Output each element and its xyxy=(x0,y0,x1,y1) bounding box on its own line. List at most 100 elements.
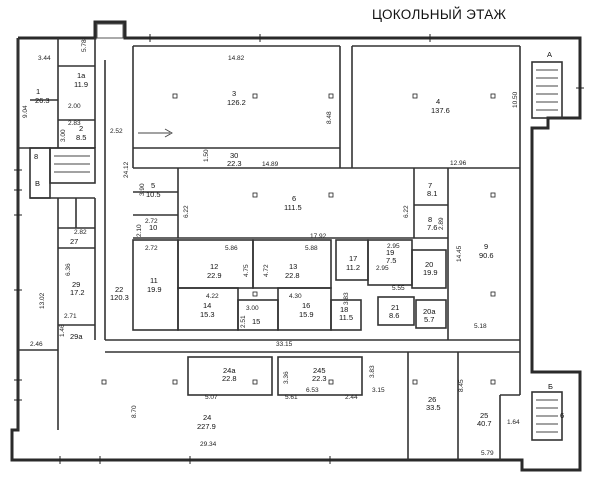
room-area: 8.6 xyxy=(389,311,399,320)
room-number: 24 xyxy=(203,413,211,422)
room-number: 12 xyxy=(210,262,218,271)
dimension-label: 3.00 xyxy=(246,305,259,312)
dimension-label: 5.61 xyxy=(285,394,298,401)
dimension-label: 13.02 xyxy=(39,292,46,309)
dimension-label: 5.07 xyxy=(205,394,218,401)
dimension-label: 6.53 xyxy=(306,387,319,394)
room-area: 11.2 xyxy=(346,263,360,272)
dimension-label: 2.00 xyxy=(68,103,81,110)
dimension-label: 2.44 xyxy=(345,394,358,401)
dimension-label: 5.79 xyxy=(481,450,494,457)
room-area: 8.5 xyxy=(76,133,86,142)
dimension-label: 4.72 xyxy=(263,264,270,277)
stair-labels: А Б В 8 6 xyxy=(34,50,564,420)
room-number: 4 xyxy=(436,97,440,106)
room-area: 10.5 xyxy=(146,190,161,199)
room-number: 20а xyxy=(423,307,436,316)
room-number: 29а xyxy=(70,332,83,341)
room-area: 7.5 xyxy=(386,256,396,265)
dimension-label: 4.30 xyxy=(289,293,302,300)
room-number: 26 xyxy=(428,395,436,404)
room-number: 16 xyxy=(302,301,310,310)
dimension-label: 24.12 xyxy=(123,161,130,178)
room-number: 6 xyxy=(292,194,296,203)
room-number: 3 xyxy=(232,89,236,98)
room-area: 90.6 xyxy=(479,251,494,260)
dimension-label: 8.48 xyxy=(326,111,333,124)
room-area: 11.9 xyxy=(74,80,88,89)
room-number: 27 xyxy=(70,237,78,246)
dimension-label: 3.15 xyxy=(372,387,385,394)
room-area: 227.9 xyxy=(197,422,216,431)
dimension-label: 6.22 xyxy=(403,205,410,218)
stair-a-label: А xyxy=(547,50,552,59)
room-area: 126.2 xyxy=(227,98,246,107)
dimension-label: 2.95 xyxy=(387,243,400,250)
room-area: 7.6 xyxy=(427,223,437,232)
dimension-label: 33.15 xyxy=(276,341,293,348)
room-number: 10 xyxy=(149,223,157,232)
dimension-label: 2.51 xyxy=(240,315,247,328)
room-number: 9 xyxy=(484,242,488,251)
room-area: 137.6 xyxy=(431,106,450,115)
dimension-label: 2.72 xyxy=(145,218,158,225)
room-number: 22 xyxy=(115,285,123,294)
room-number: 24а xyxy=(223,366,236,375)
stair-b-label: Б xyxy=(548,382,553,391)
dimension-label: 12.96 xyxy=(450,160,467,167)
dimension-label: 2.46 xyxy=(30,341,43,348)
window-marks xyxy=(14,34,584,464)
room-area: 11.5 xyxy=(339,313,353,322)
dimension-label: 14.89 xyxy=(262,161,279,168)
room-number: 245 xyxy=(313,366,326,375)
dimension-label: 3.00 xyxy=(60,129,67,142)
dimension-label: 8.70 xyxy=(131,405,138,418)
room-number: 17 xyxy=(349,254,357,263)
dimension-label: 9.04 xyxy=(22,105,29,118)
room-area: 15.9 xyxy=(299,310,314,319)
room-number: 19 xyxy=(386,248,394,257)
dimension-label: 10.50 xyxy=(512,91,519,108)
room-number: 1а xyxy=(77,71,86,80)
dimension-label: 2.10 xyxy=(136,224,143,237)
room-number: 29 xyxy=(72,280,80,289)
room-number: 11 xyxy=(150,276,158,285)
room-area: 22.3 xyxy=(227,159,242,168)
dimension-label: 2.95 xyxy=(376,265,389,272)
room-number: 25 xyxy=(480,411,488,420)
room-number: 13 xyxy=(289,262,297,271)
room-area: 5.7 xyxy=(424,315,434,324)
dimension-label: 2.52 xyxy=(110,128,123,135)
page-title: ЦОКОЛЬНЫЙ ЭТАЖ xyxy=(372,7,507,22)
stair-v-label: В xyxy=(35,179,40,188)
room-number: 15 xyxy=(252,317,260,326)
dimension-label: 2.82 xyxy=(74,229,87,236)
dimension-label: 5.86 xyxy=(225,245,238,252)
room-labels: 1 26.3 1а 11.9 2 8.5 3 126.2 4 137.6 5 1… xyxy=(35,71,494,431)
dimension-label: 5.55 xyxy=(392,285,405,292)
dimension-label: 1.50 xyxy=(203,149,210,162)
dimension-label: 2.71 xyxy=(64,313,77,320)
room-number: 14 xyxy=(203,301,211,310)
room-number: 1 xyxy=(36,87,40,96)
columns xyxy=(101,93,496,385)
room-area: 19.9 xyxy=(147,285,162,294)
dimension-label: 6.22 xyxy=(183,205,190,218)
room-area: 111.5 xyxy=(284,203,302,212)
room-area: 17.2 xyxy=(70,288,85,297)
dimension-label: 1.46 xyxy=(59,324,66,337)
dimension-label: 17.92 xyxy=(310,233,327,240)
dimension-label: 4.75 xyxy=(243,264,250,277)
room-area: 120.3 xyxy=(110,293,129,302)
stair-6-label: 6 xyxy=(560,411,564,420)
dimension-label: 3.90 xyxy=(139,183,146,196)
room-area: 33.5 xyxy=(426,403,441,412)
dimension-label: 2.72 xyxy=(145,245,158,252)
room-area: 22.8 xyxy=(285,271,300,280)
room-area: 19.9 xyxy=(423,268,438,277)
room-area: 15.3 xyxy=(200,310,215,319)
dimension-label: 3.83 xyxy=(343,292,350,305)
dimension-label: 5.18 xyxy=(474,323,487,330)
dimension-label: 6.36 xyxy=(65,263,72,276)
